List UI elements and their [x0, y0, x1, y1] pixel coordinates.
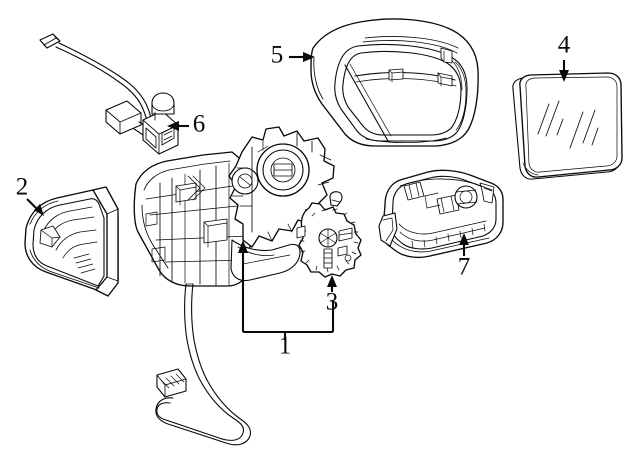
callout-label-2: 2: [16, 174, 29, 201]
part-mirror-glass: [512, 72, 623, 180]
part-turn-signal-lamp-lens: [24, 186, 119, 297]
leader-callout-6: [167, 121, 189, 131]
part-sensor-connector-with-cable: [39, 33, 179, 155]
callout-label-6: 6: [193, 111, 206, 138]
callout-label-1: 1: [279, 333, 292, 360]
leader-callout-1: [238, 240, 335, 340]
part-mirror-lower-housing: [378, 169, 504, 259]
leader-callout-4: [559, 60, 569, 82]
part-mirror-frame-assembly: [133, 126, 335, 446]
callout-label-7: 7: [458, 254, 471, 281]
part-mirror-cover-cap: [310, 18, 479, 147]
callout-label-3: 3: [326, 289, 339, 316]
leader-callout-5: [289, 52, 315, 62]
callout-label-4: 4: [558, 32, 571, 59]
callout-label-5: 5: [271, 42, 284, 69]
leader-callout-3: [327, 275, 337, 292]
leader-callout-2: [26, 198, 44, 216]
part-mirror-adjustment-motor: [296, 191, 362, 278]
leader-callout-7: [459, 233, 469, 256]
